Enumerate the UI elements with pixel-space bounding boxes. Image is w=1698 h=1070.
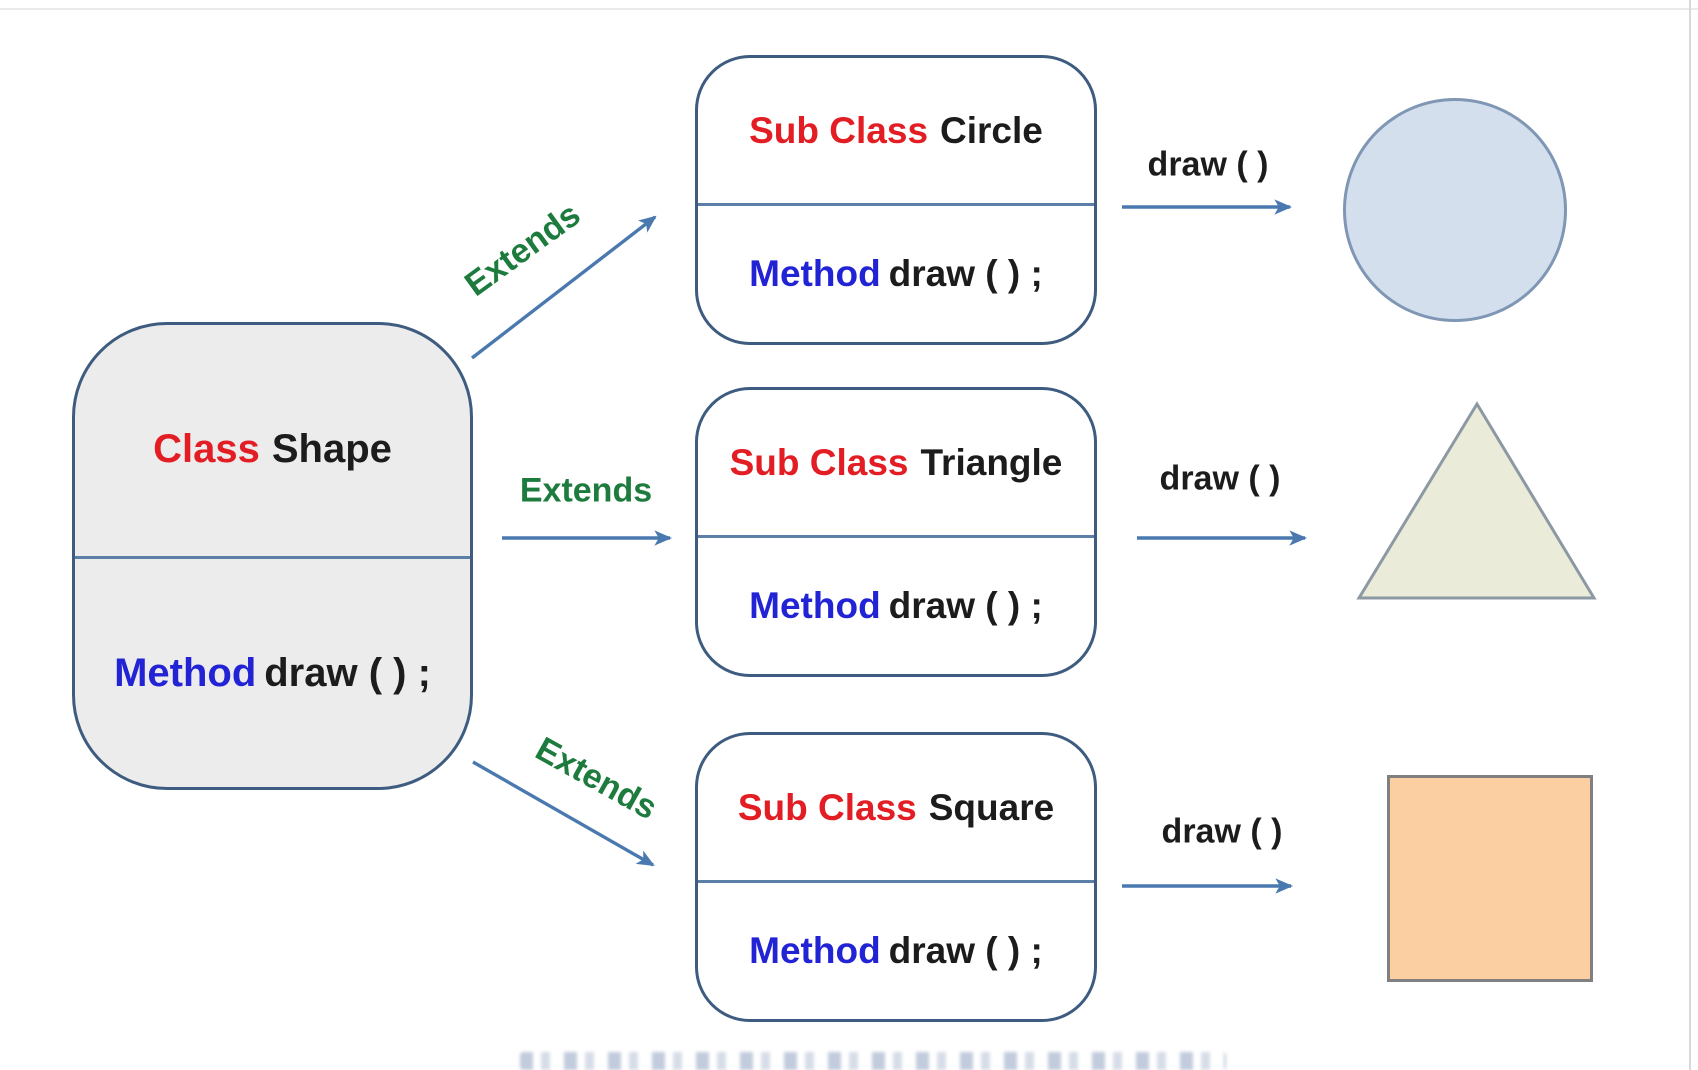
subclass-box-square: Sub Class Square Method draw ( ) ; xyxy=(695,732,1097,1022)
square-shape xyxy=(1387,775,1593,982)
subclass-keyword: Sub Class xyxy=(729,441,909,483)
extends-arrow-circle xyxy=(470,215,657,360)
method-signature: draw ( ) ; xyxy=(888,930,1043,971)
subclass-circle-method: Method draw ( ) ; xyxy=(698,203,1094,342)
draw-label-square: draw ( ) xyxy=(1161,812,1283,851)
cropped-caption-remnant xyxy=(520,1052,1226,1070)
subclass-name: Circle xyxy=(940,109,1043,151)
method-signature: draw ( ) ; xyxy=(888,253,1043,294)
frame-right-edge xyxy=(1689,0,1691,1070)
frame-top-edge xyxy=(0,8,1698,10)
subclass-triangle-title: Sub Class Triangle xyxy=(698,390,1094,535)
method-keyword: Method xyxy=(749,585,881,626)
triangle-shape xyxy=(1356,401,1597,600)
subclass-keyword: Sub Class xyxy=(737,786,917,828)
subclass-circle-title: Sub Class Circle xyxy=(698,58,1094,203)
base-class-method: Method draw ( ) ; xyxy=(75,556,470,787)
subclass-square-title: Sub Class Square xyxy=(698,735,1094,880)
subclass-triangle-method: Method draw ( ) ; xyxy=(698,535,1094,674)
subclass-box-circle: Sub Class Circle Method draw ( ) ; xyxy=(695,55,1097,345)
subclass-name: Triangle xyxy=(920,441,1063,483)
subclass-box-triangle: Sub Class Triangle Method draw ( ) ; xyxy=(695,387,1097,677)
subclass-keyword: Sub Class xyxy=(749,109,929,151)
method-keyword: Method xyxy=(749,253,881,294)
extends-arrow-square xyxy=(472,760,655,867)
base-class-title: Class Shape xyxy=(75,325,470,556)
method-signature: draw ( ) ; xyxy=(888,585,1043,626)
base-class-box: Class Shape Method draw ( ) ; xyxy=(72,322,473,790)
class-keyword: Class xyxy=(153,427,260,471)
subclass-square-method: Method draw ( ) ; xyxy=(698,880,1094,1019)
draw-label-triangle: draw ( ) xyxy=(1159,459,1281,498)
class-name: Shape xyxy=(271,427,392,471)
draw-label-circle: draw ( ) xyxy=(1147,145,1269,184)
method-keyword: Method xyxy=(114,650,257,695)
method-signature: draw ( ) ; xyxy=(264,650,431,695)
subclass-name: Square xyxy=(928,786,1055,828)
method-keyword: Method xyxy=(749,930,881,971)
circle-shape xyxy=(1343,98,1567,322)
extends-label-triangle: Extends xyxy=(519,471,653,510)
